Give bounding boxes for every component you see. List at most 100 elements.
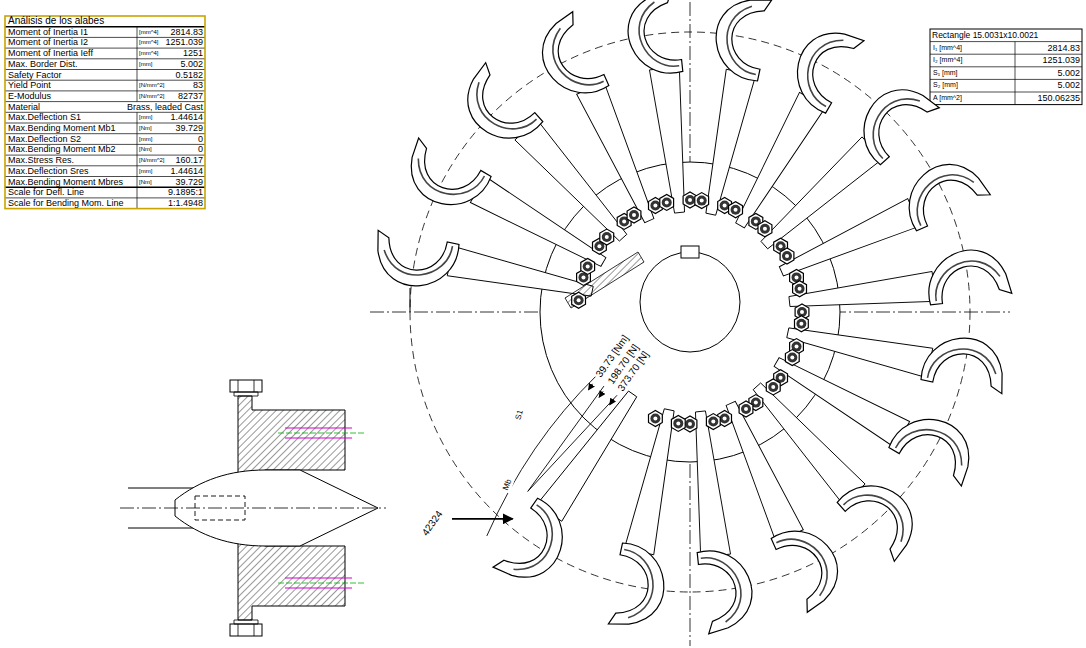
table-label: Moment of Inertia I1 — [8, 27, 135, 38]
bolt-core — [768, 382, 778, 392]
unit-label: [N/mm^2] — [139, 155, 169, 166]
table-title: Análisis de los alabes — [8, 16, 202, 27]
table-value: 2814.83 — [1017, 42, 1080, 55]
table-rule — [1015, 42, 1016, 55]
bolt-hole — [700, 199, 704, 203]
bucket-cup — [529, 11, 609, 107]
bolt-head — [671, 415, 685, 431]
bolt-core — [662, 197, 672, 207]
table-rule — [930, 66, 1082, 67]
bolt-nut — [238, 380, 239, 392]
bucket — [744, 365, 930, 564]
bolt-hole — [653, 417, 657, 421]
bolt-hole — [798, 287, 802, 291]
bucket-cup — [782, 17, 867, 114]
dimension-label: 42324 — [418, 507, 445, 539]
table-value: 1:1.4948 — [139, 198, 203, 209]
table-label: Scale for Bending Mom. Line — [8, 198, 135, 209]
bucket — [768, 334, 985, 489]
table-label: Material — [8, 102, 135, 113]
table-rule — [137, 144, 138, 155]
bolt-hole — [723, 417, 727, 421]
table-rule — [137, 134, 138, 145]
table-label: Max. Border Dist. — [8, 59, 135, 70]
table-label: Max.Deflection S1 — [8, 112, 135, 123]
bolt-hole — [622, 219, 626, 223]
unit-label: [mm] — [139, 112, 169, 123]
table-rule — [930, 54, 1082, 55]
bucket — [450, 61, 636, 260]
table-rule — [137, 27, 138, 38]
table-rule — [137, 198, 138, 209]
bolt-hole — [688, 198, 692, 202]
bucket-ridge — [858, 87, 931, 158]
bolt-head — [780, 248, 794, 264]
shaft-bore — [640, 252, 740, 352]
table-value: 39.729 — [164, 123, 203, 134]
bolt-core — [673, 418, 683, 428]
unit-label: [mm^4] — [139, 37, 169, 48]
bucket-ridge — [380, 232, 452, 281]
bolt-core — [650, 200, 660, 210]
table-value: 0.5182 — [139, 70, 203, 81]
table-rule — [1015, 79, 1016, 92]
bolt-head — [600, 229, 614, 245]
table-rule — [930, 92, 1082, 93]
unit-label: [Nm] — [139, 177, 169, 188]
deflection-line — [478, 370, 598, 536]
bolt-core — [697, 196, 707, 206]
table-rule — [137, 155, 138, 166]
table-label: A [mm^2] — [933, 92, 1013, 105]
bolt-hole — [744, 407, 748, 411]
washer — [234, 392, 258, 396]
hub-cross-section — [120, 380, 386, 636]
bolt-head — [706, 414, 720, 430]
bolt-hole — [632, 213, 636, 217]
bolt-hole — [665, 200, 669, 204]
bolt-hole — [779, 244, 783, 248]
screw-outline — [285, 427, 352, 428]
bolt-core — [741, 404, 751, 414]
table-value: 1.44614 — [164, 112, 203, 123]
section-table — [930, 29, 1082, 105]
bucket-arm — [775, 199, 920, 285]
bolt-core — [795, 284, 805, 294]
bolt-nut — [254, 380, 255, 392]
bucket-arm — [686, 410, 731, 557]
table-rule — [930, 79, 1082, 80]
table-label: Max.Bending Moment Mbres — [8, 177, 135, 188]
bolt-core — [708, 417, 718, 427]
screw-outline — [285, 577, 352, 578]
table-rule — [137, 177, 138, 188]
bucket-arm — [537, 385, 645, 521]
reaction-arrow — [599, 391, 603, 397]
bolt-hole — [734, 208, 738, 212]
bolt-hole — [688, 422, 692, 426]
unit-label: [mm] — [139, 59, 169, 70]
bucket-cup — [624, 0, 683, 77]
bucket-cup — [450, 61, 543, 156]
table-rule — [137, 91, 138, 102]
bolt-core — [720, 414, 730, 424]
bucket-ridge — [610, 549, 659, 621]
bucket-arm — [717, 397, 803, 542]
bucket-cup — [895, 151, 991, 231]
table-border — [5, 16, 205, 209]
table-value: 1251 — [164, 48, 203, 59]
table-label: Safety Factor — [8, 70, 135, 81]
bolt-hole — [605, 235, 609, 239]
table-value: 0 — [164, 134, 203, 145]
bucket — [683, 408, 756, 634]
table-value: 160.17 — [164, 155, 203, 166]
bolt-head — [739, 401, 753, 417]
table-rule — [137, 123, 138, 134]
bolt-hole — [779, 376, 783, 380]
bolt-head — [758, 221, 772, 237]
table-rule — [930, 41, 1082, 42]
bucket-cup — [708, 0, 774, 82]
table-value: 1251.039 — [1017, 54, 1080, 67]
table-rule — [137, 37, 138, 48]
bolt-head — [729, 202, 743, 218]
unit-label: [mm] — [139, 166, 169, 177]
bolt-core — [685, 419, 695, 429]
